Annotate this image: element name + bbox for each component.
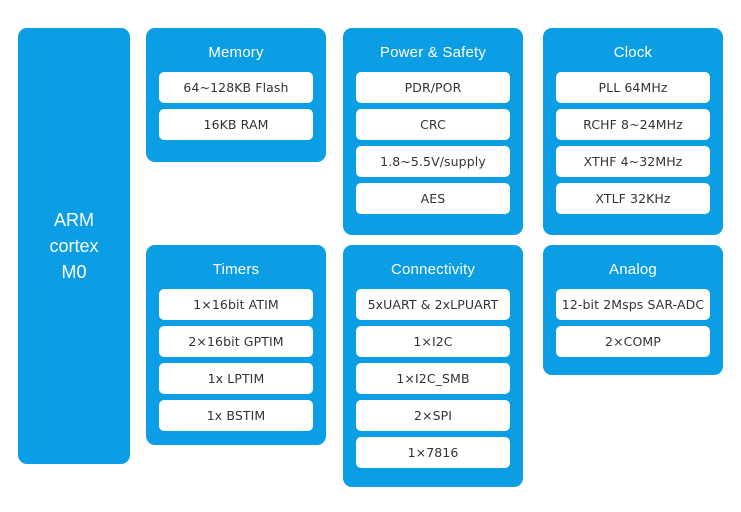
block-power-safety-item[interactable]: 1.8~5.5V/supply bbox=[356, 146, 510, 177]
block-cpu-core[interactable]: ARM cortex M0 bbox=[18, 28, 130, 464]
cpu-core-label-line2: cortex bbox=[49, 236, 99, 256]
block-power-safety-title: Power & Safety bbox=[379, 44, 487, 61]
cpu-core-label-line1: ARM bbox=[54, 210, 94, 230]
block-clock-item[interactable]: XTHF 4~32MHz bbox=[556, 146, 710, 177]
block-power-safety-item[interactable]: PDR/POR bbox=[356, 72, 510, 103]
block-connectivity-title: Connectivity bbox=[390, 261, 476, 278]
block-timers-title: Timers bbox=[212, 261, 260, 278]
block-timers[interactable]: Timers 1×16bit ATIM 2×16bit GPTIM 1x LPT… bbox=[146, 245, 326, 445]
block-power-safety-item[interactable]: CRC bbox=[356, 109, 510, 140]
cpu-core-label-line3: M0 bbox=[61, 262, 87, 282]
block-analog[interactable]: Analog 12-bit 2Msps SAR-ADC 2×COMP bbox=[543, 245, 723, 375]
block-timers-item[interactable]: 2×16bit GPTIM bbox=[159, 326, 313, 357]
block-analog-item[interactable]: 12-bit 2Msps SAR-ADC bbox=[556, 289, 710, 320]
block-analog-item[interactable]: 2×COMP bbox=[556, 326, 710, 357]
block-clock-item[interactable]: PLL 64MHz bbox=[556, 72, 710, 103]
block-memory-item[interactable]: 16KB RAM bbox=[159, 109, 313, 140]
block-clock[interactable]: Clock PLL 64MHz RCHF 8~24MHz XTHF 4~32MH… bbox=[543, 28, 723, 235]
block-connectivity-item[interactable]: 1×7816 bbox=[356, 437, 510, 468]
block-analog-items: 12-bit 2Msps SAR-ADC 2×COMP bbox=[543, 289, 723, 369]
block-power-safety[interactable]: Power & Safety PDR/POR CRC 1.8~5.5V/supp… bbox=[343, 28, 523, 235]
block-timers-item[interactable]: 1x LPTIM bbox=[159, 363, 313, 394]
block-clock-items: PLL 64MHz RCHF 8~24MHz XTHF 4~32MHz XTLF… bbox=[543, 72, 723, 226]
block-memory-title: Memory bbox=[208, 44, 264, 61]
block-connectivity-item[interactable]: 2×SPI bbox=[356, 400, 510, 431]
block-memory[interactable]: Memory 64~128KB Flash 16KB RAM bbox=[146, 28, 326, 162]
block-timers-items: 1×16bit ATIM 2×16bit GPTIM 1x LPTIM 1x B… bbox=[146, 289, 326, 443]
block-clock-item[interactable]: XTLF 32KHz bbox=[556, 183, 710, 214]
block-connectivity-items: 5xUART & 2xLPUART 1×I2C 1×I2C_SMB 2×SPI … bbox=[343, 289, 523, 480]
block-connectivity-item[interactable]: 1×I2C_SMB bbox=[356, 363, 510, 394]
cpu-core-label: ARM cortex M0 bbox=[49, 207, 98, 285]
block-timers-item[interactable]: 1×16bit ATIM bbox=[159, 289, 313, 320]
block-power-safety-item[interactable]: AES bbox=[356, 183, 510, 214]
block-clock-item[interactable]: RCHF 8~24MHz bbox=[556, 109, 710, 140]
block-connectivity[interactable]: Connectivity 5xUART & 2xLPUART 1×I2C 1×I… bbox=[343, 245, 523, 487]
block-connectivity-item[interactable]: 1×I2C bbox=[356, 326, 510, 357]
block-timers-item[interactable]: 1x BSTIM bbox=[159, 400, 313, 431]
block-connectivity-item[interactable]: 5xUART & 2xLPUART bbox=[356, 289, 510, 320]
block-memory-items: 64~128KB Flash 16KB RAM bbox=[146, 72, 326, 152]
block-power-safety-items: PDR/POR CRC 1.8~5.5V/supply AES bbox=[343, 72, 523, 226]
block-clock-title: Clock bbox=[613, 44, 653, 61]
block-memory-item[interactable]: 64~128KB Flash bbox=[159, 72, 313, 103]
block-analog-title: Analog bbox=[609, 261, 657, 278]
